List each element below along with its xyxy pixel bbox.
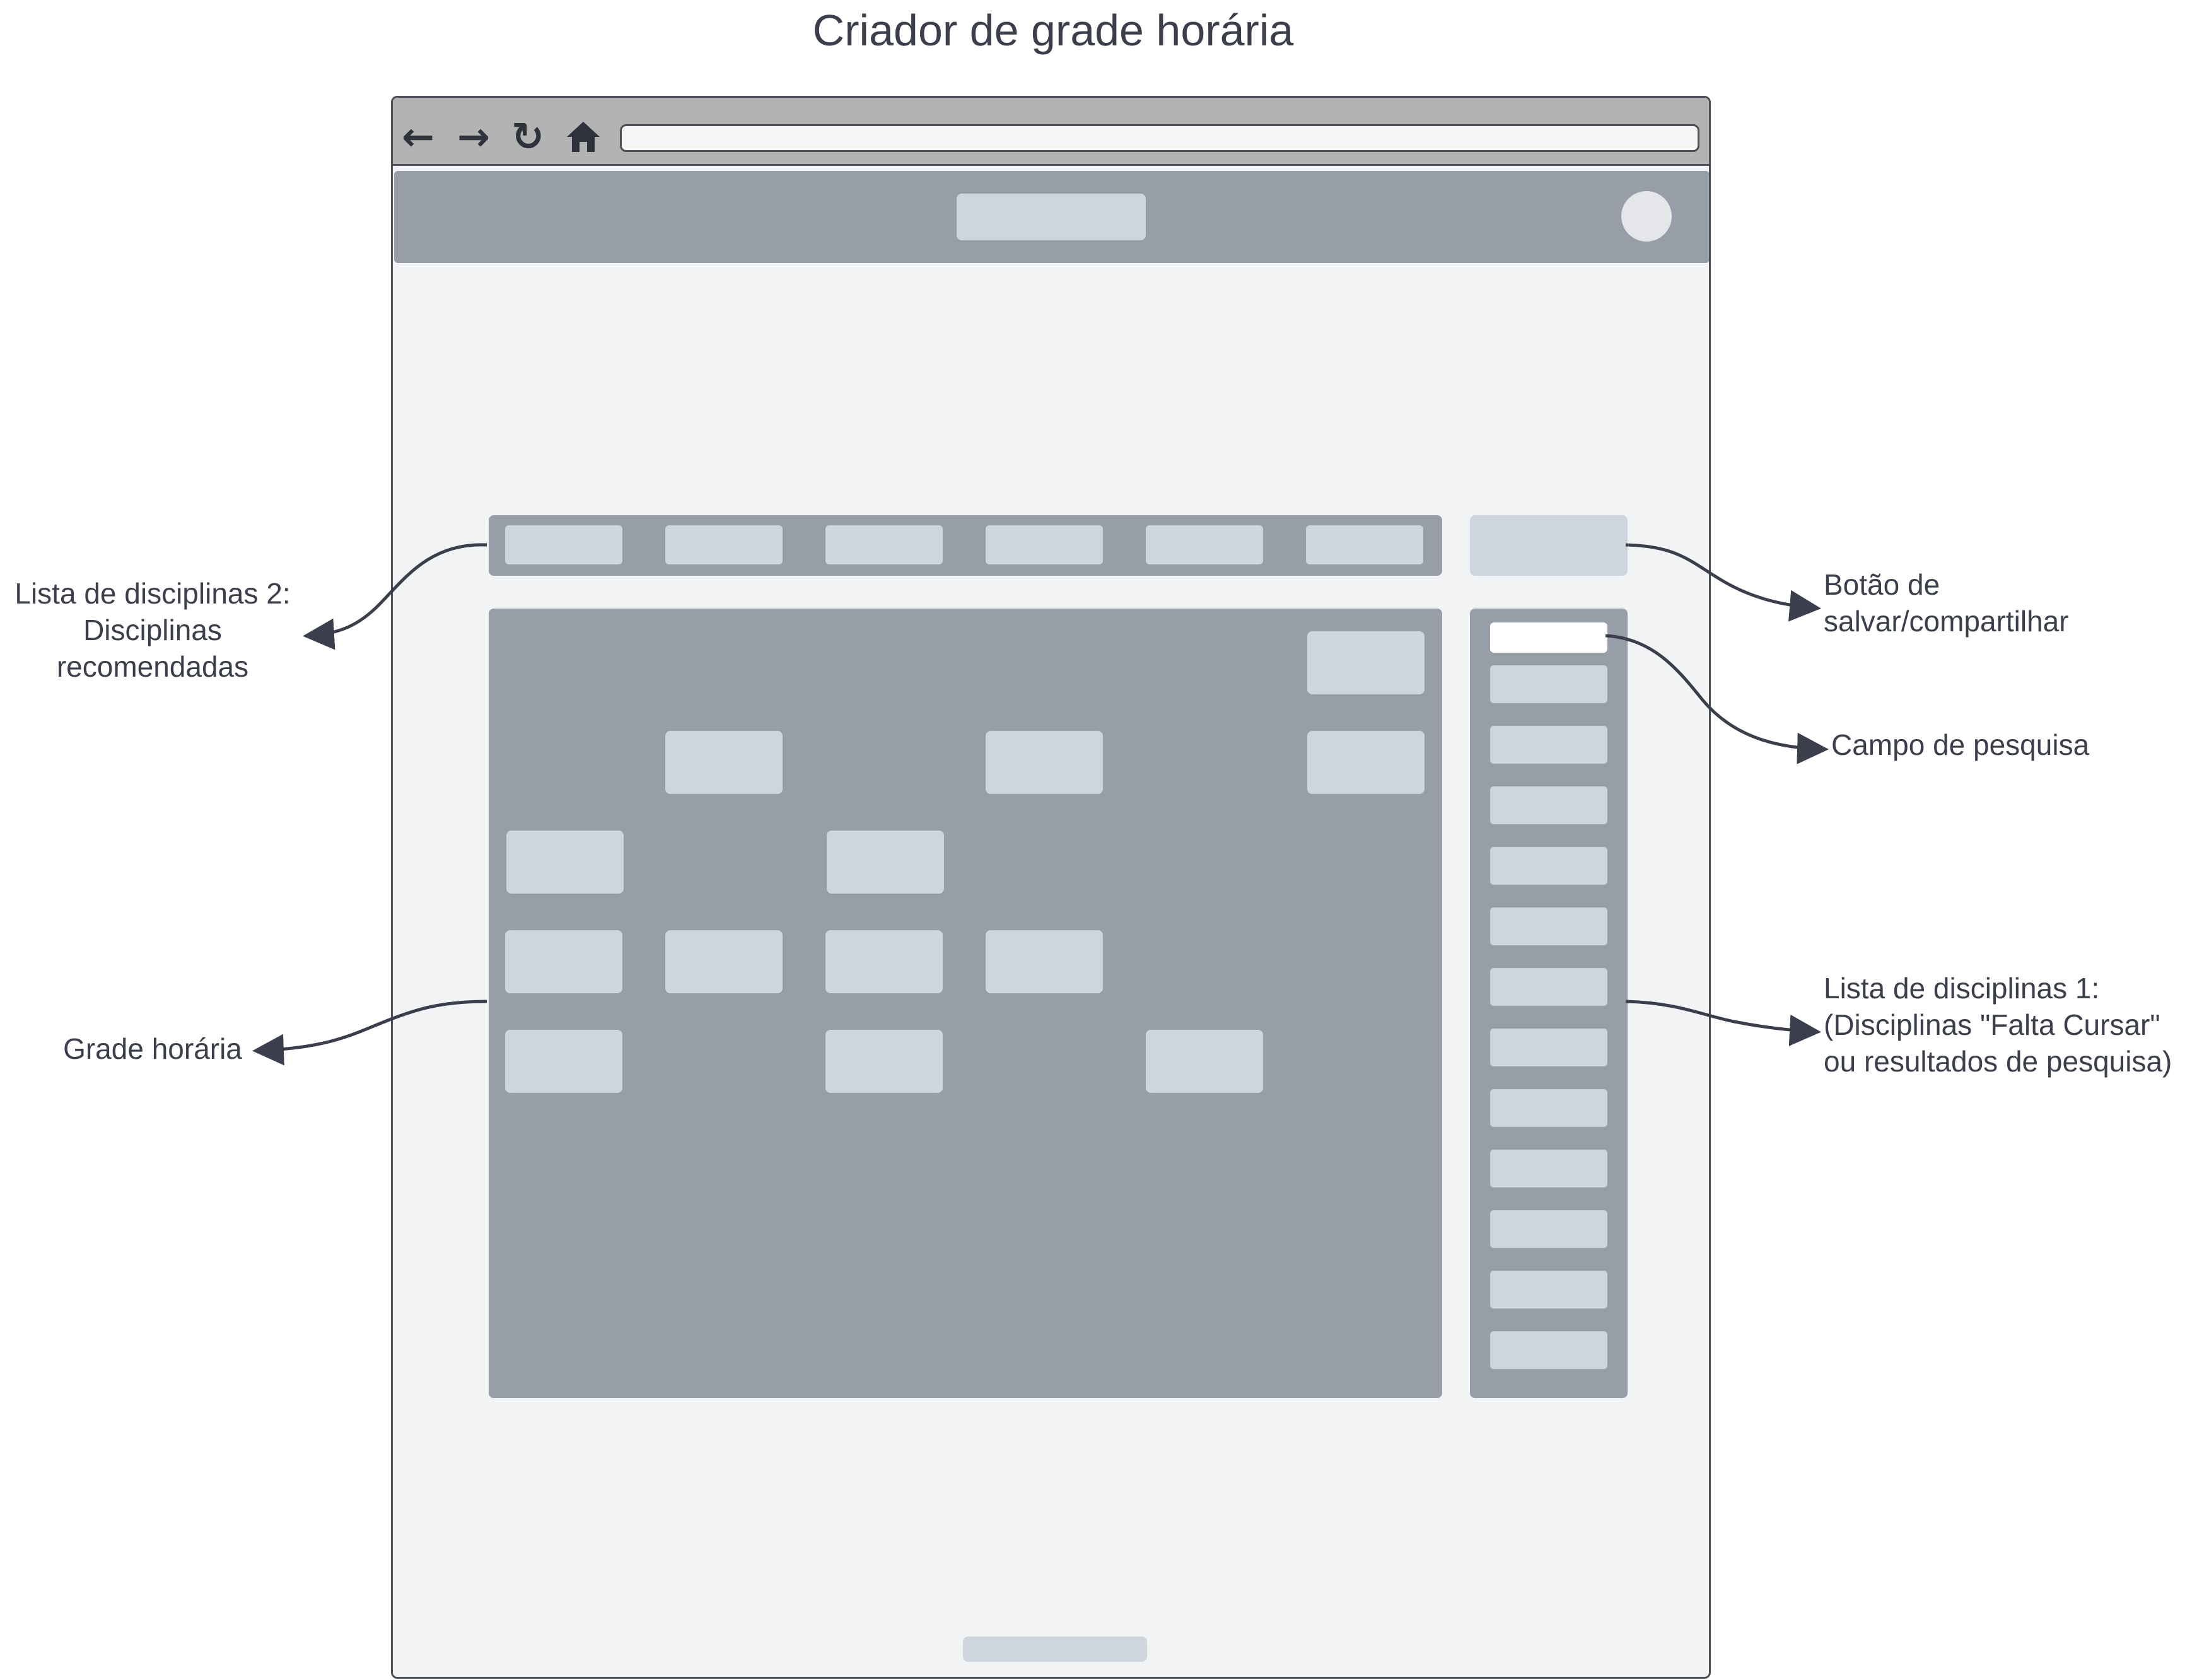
schedule-cell[interactable] [825,930,943,993]
schedule-cell[interactable] [1146,1030,1263,1093]
label-line: Botão de [1824,568,1940,601]
recommended-discipline-item[interactable] [665,525,783,564]
list-item[interactable] [1490,1271,1607,1309]
label-recommended-list: Lista de disciplinas 2: Disciplinas reco… [0,575,305,685]
list-item[interactable] [1490,665,1607,703]
label-line: Disciplinas [83,614,222,646]
label-line: recomendadas [56,650,249,683]
recommended-discipline-item[interactable] [1306,525,1423,564]
schedule-cell[interactable] [665,731,783,794]
arrow-right-icon[interactable]: → [457,114,490,160]
schedule-cell[interactable] [1307,631,1425,694]
label-line: Grade horária [63,1032,242,1065]
schedule-cell[interactable] [505,930,622,993]
schedule-cell[interactable] [825,1030,943,1093]
schedule-cell[interactable] [986,930,1103,993]
schedule-cell[interactable] [506,831,624,894]
label-search-field: Campo de pesquisa [1831,726,2089,763]
label-pending-list: Lista de disciplinas 1: (Disciplinas "Fa… [1824,970,2172,1080]
list-item[interactable] [1490,968,1607,1006]
home-icon[interactable] [563,117,603,157]
label-line: salvar/compartilhar [1824,605,2069,638]
list-item[interactable] [1490,786,1607,824]
app-header [394,171,1709,263]
list-item[interactable] [1490,907,1607,945]
arrow-schedule-grid [252,1000,487,1066]
reload-icon[interactable]: ↻ [511,114,544,160]
search-input[interactable] [1490,622,1607,653]
logo-placeholder [957,194,1146,240]
list-item[interactable] [1490,847,1607,885]
arrow-left-icon[interactable]: ← [402,114,434,160]
schedule-cell[interactable] [986,731,1103,794]
diagram-title: Criador de grade horária [812,6,1294,55]
label-schedule-grid: Grade horária [0,1030,305,1067]
arrow-save-button [1625,543,1821,622]
arrow-pending-list [1625,1000,1821,1046]
recommended-discipline-item[interactable] [505,525,622,564]
recommended-discipline-item[interactable] [825,525,943,564]
schedule-cell[interactable] [505,1030,622,1093]
label-save-button: Botão de salvar/compartilhar [1824,566,2069,639]
schedule-cell[interactable] [665,930,783,993]
footer-placeholder [963,1636,1147,1662]
avatar[interactable] [1621,191,1672,242]
list-item[interactable] [1490,1331,1607,1369]
arrow-search-field [1605,634,1829,764]
arrow-recommended-list [303,543,487,650]
schedule-cell[interactable] [827,831,944,894]
browser-toolbar: ← → ↻ [393,98,1709,166]
schedule-cell[interactable] [1307,731,1425,794]
recommended-discipline-item[interactable] [1146,525,1263,564]
list-item[interactable] [1490,726,1607,764]
label-line: (Disciplinas "Falta Cursar" [1824,1008,2160,1041]
label-line: Lista de disciplinas 1: [1824,972,2100,1005]
recommended-discipline-item[interactable] [986,525,1103,564]
save-share-button[interactable] [1470,515,1628,576]
address-bar[interactable] [620,124,1699,152]
schedule-grid [489,609,1442,1398]
label-line: Campo de pesquisa [1831,728,2090,761]
list-item[interactable] [1490,1210,1607,1248]
recommended-disciplines-list [489,515,1442,576]
pending-disciplines-list [1470,609,1628,1398]
list-item[interactable] [1490,1150,1607,1187]
label-line: ou resultados de pesquisa) [1824,1045,2172,1078]
label-line: Lista de disciplinas 2: [15,577,291,610]
list-item[interactable] [1490,1089,1607,1127]
browser-window: ← → ↻ [391,96,1711,1679]
list-item[interactable] [1490,1029,1607,1066]
